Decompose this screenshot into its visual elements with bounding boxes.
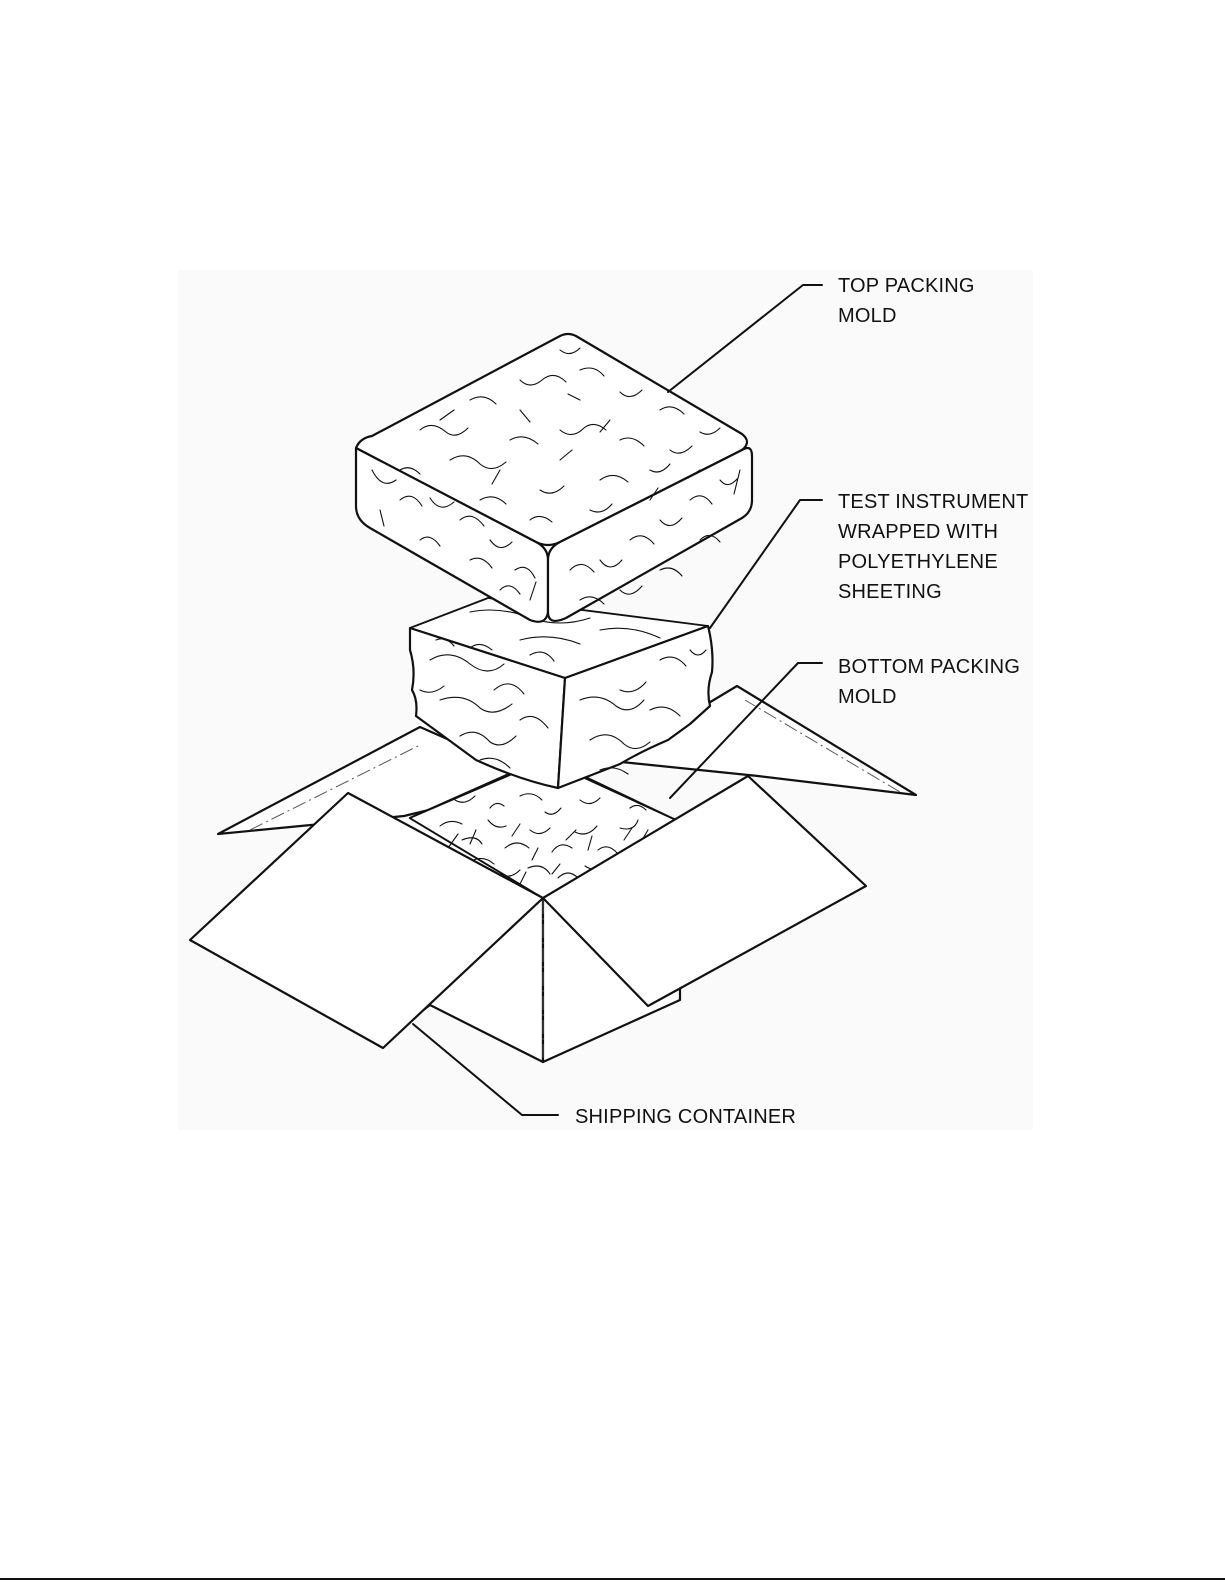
page-bottom-rule — [0, 1578, 1225, 1580]
label-shipping-container: SHIPPING CONTAINER — [575, 1106, 796, 1128]
top-packing-mold — [356, 334, 752, 622]
leader-top-mold — [668, 285, 822, 392]
label-top-packing-mold: TOP PACKING MOLD — [838, 275, 980, 327]
label-bottom-packing-mold: BOTTOM PACKING MOLD — [838, 656, 1026, 708]
label-test-instrument: TEST INSTRUMENT WRAPPED WITH POLYETHYLEN… — [838, 491, 1034, 603]
